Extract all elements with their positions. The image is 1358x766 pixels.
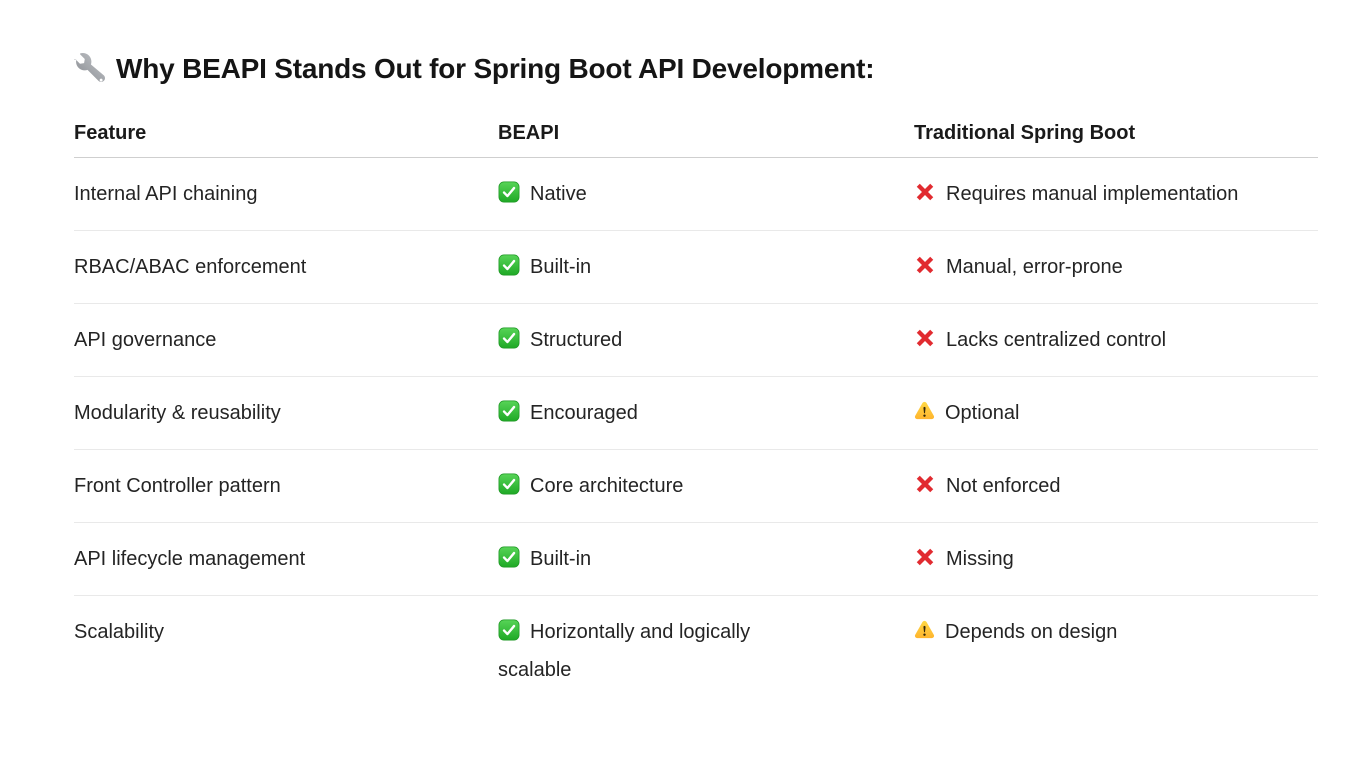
check-icon xyxy=(498,181,520,203)
beapi-value: Horizontally and logically scalable xyxy=(498,621,751,681)
beapi-value: Core architecture xyxy=(530,475,684,497)
beapi-value: Encouraged xyxy=(530,402,638,424)
cross-icon xyxy=(914,181,936,203)
traditional-cell: Not enforced xyxy=(914,467,1318,505)
beapi-cell: Native xyxy=(498,175,914,213)
check-icon xyxy=(498,546,520,568)
page-title: Why BEAPI Stands Out for Spring Boot API… xyxy=(74,52,1318,85)
article-page: Why BEAPI Stands Out for Spring Boot API… xyxy=(74,52,1318,706)
feature-cell: Scalability xyxy=(74,621,165,643)
beapi-value: Built-in xyxy=(530,548,592,570)
traditional-cell: Depends on design xyxy=(914,613,1318,689)
table-row: API governance Structured Lacks centrali… xyxy=(74,304,1318,377)
traditional-value: Manual, error-prone xyxy=(946,256,1123,278)
traditional-value: Depends on design xyxy=(945,621,1118,643)
table-row: Front Controller pattern Core architectu… xyxy=(74,450,1318,523)
cross-icon xyxy=(914,254,936,276)
feature-cell: API governance xyxy=(74,329,217,351)
beapi-cell: Core architecture xyxy=(498,467,914,505)
cross-icon xyxy=(914,327,936,349)
beapi-value: Native xyxy=(530,183,587,205)
table-header-row: Feature BEAPI Traditional Spring Boot xyxy=(74,114,1318,158)
header-beapi: BEAPI xyxy=(498,122,560,144)
comparison-table: Feature BEAPI Traditional Spring Boot In… xyxy=(74,114,1318,706)
table-row: Internal API chaining Native Requires ma… xyxy=(74,158,1318,231)
cross-icon xyxy=(914,546,936,568)
beapi-value: Built-in xyxy=(530,256,592,278)
table-row: API lifecycle management Built-in Missin… xyxy=(74,523,1318,596)
table-row: Modularity & reusability Encouraged Opti… xyxy=(74,377,1318,450)
check-icon xyxy=(498,619,520,641)
feature-cell: Modularity & reusability xyxy=(74,402,281,424)
check-icon xyxy=(498,473,520,495)
beapi-value: Structured xyxy=(530,329,623,351)
traditional-cell: Missing xyxy=(914,540,1318,578)
traditional-value: Requires manual implementation xyxy=(946,183,1239,205)
wrench-icon xyxy=(74,53,105,84)
feature-cell: Internal API chaining xyxy=(74,183,258,205)
traditional-value: Lacks centralized control xyxy=(946,329,1167,351)
traditional-cell: Lacks centralized control xyxy=(914,321,1318,359)
check-icon xyxy=(498,400,520,422)
traditional-cell: Manual, error-prone xyxy=(914,248,1318,286)
beapi-cell: Structured xyxy=(498,321,914,359)
header-feature: Feature xyxy=(74,122,147,144)
traditional-cell: Requires manual implementation xyxy=(914,175,1318,213)
warning-icon xyxy=(914,619,935,640)
feature-cell: Front Controller pattern xyxy=(74,475,281,497)
traditional-value: Not enforced xyxy=(946,475,1061,497)
page-title-text: Why BEAPI Stands Out for Spring Boot API… xyxy=(116,53,875,84)
table-row: Scalability Horizontally and logically s… xyxy=(74,596,1318,706)
traditional-value: Missing xyxy=(946,548,1014,570)
table-row: RBAC/ABAC enforcement Built-in Manual, e… xyxy=(74,231,1318,304)
check-icon xyxy=(498,327,520,349)
warning-icon xyxy=(914,400,935,421)
beapi-cell: Encouraged xyxy=(498,394,914,432)
beapi-cell: Built-in xyxy=(498,248,914,286)
check-icon xyxy=(498,254,520,276)
header-traditional: Traditional Spring Boot xyxy=(914,122,1136,144)
feature-cell: RBAC/ABAC enforcement xyxy=(74,256,307,278)
traditional-value: Optional xyxy=(945,402,1020,424)
feature-cell: API lifecycle management xyxy=(74,548,306,570)
beapi-cell: Built-in xyxy=(498,540,914,578)
traditional-cell: Optional xyxy=(914,394,1318,432)
beapi-cell: Horizontally and logically scalable xyxy=(498,613,914,689)
cross-icon xyxy=(914,473,936,495)
